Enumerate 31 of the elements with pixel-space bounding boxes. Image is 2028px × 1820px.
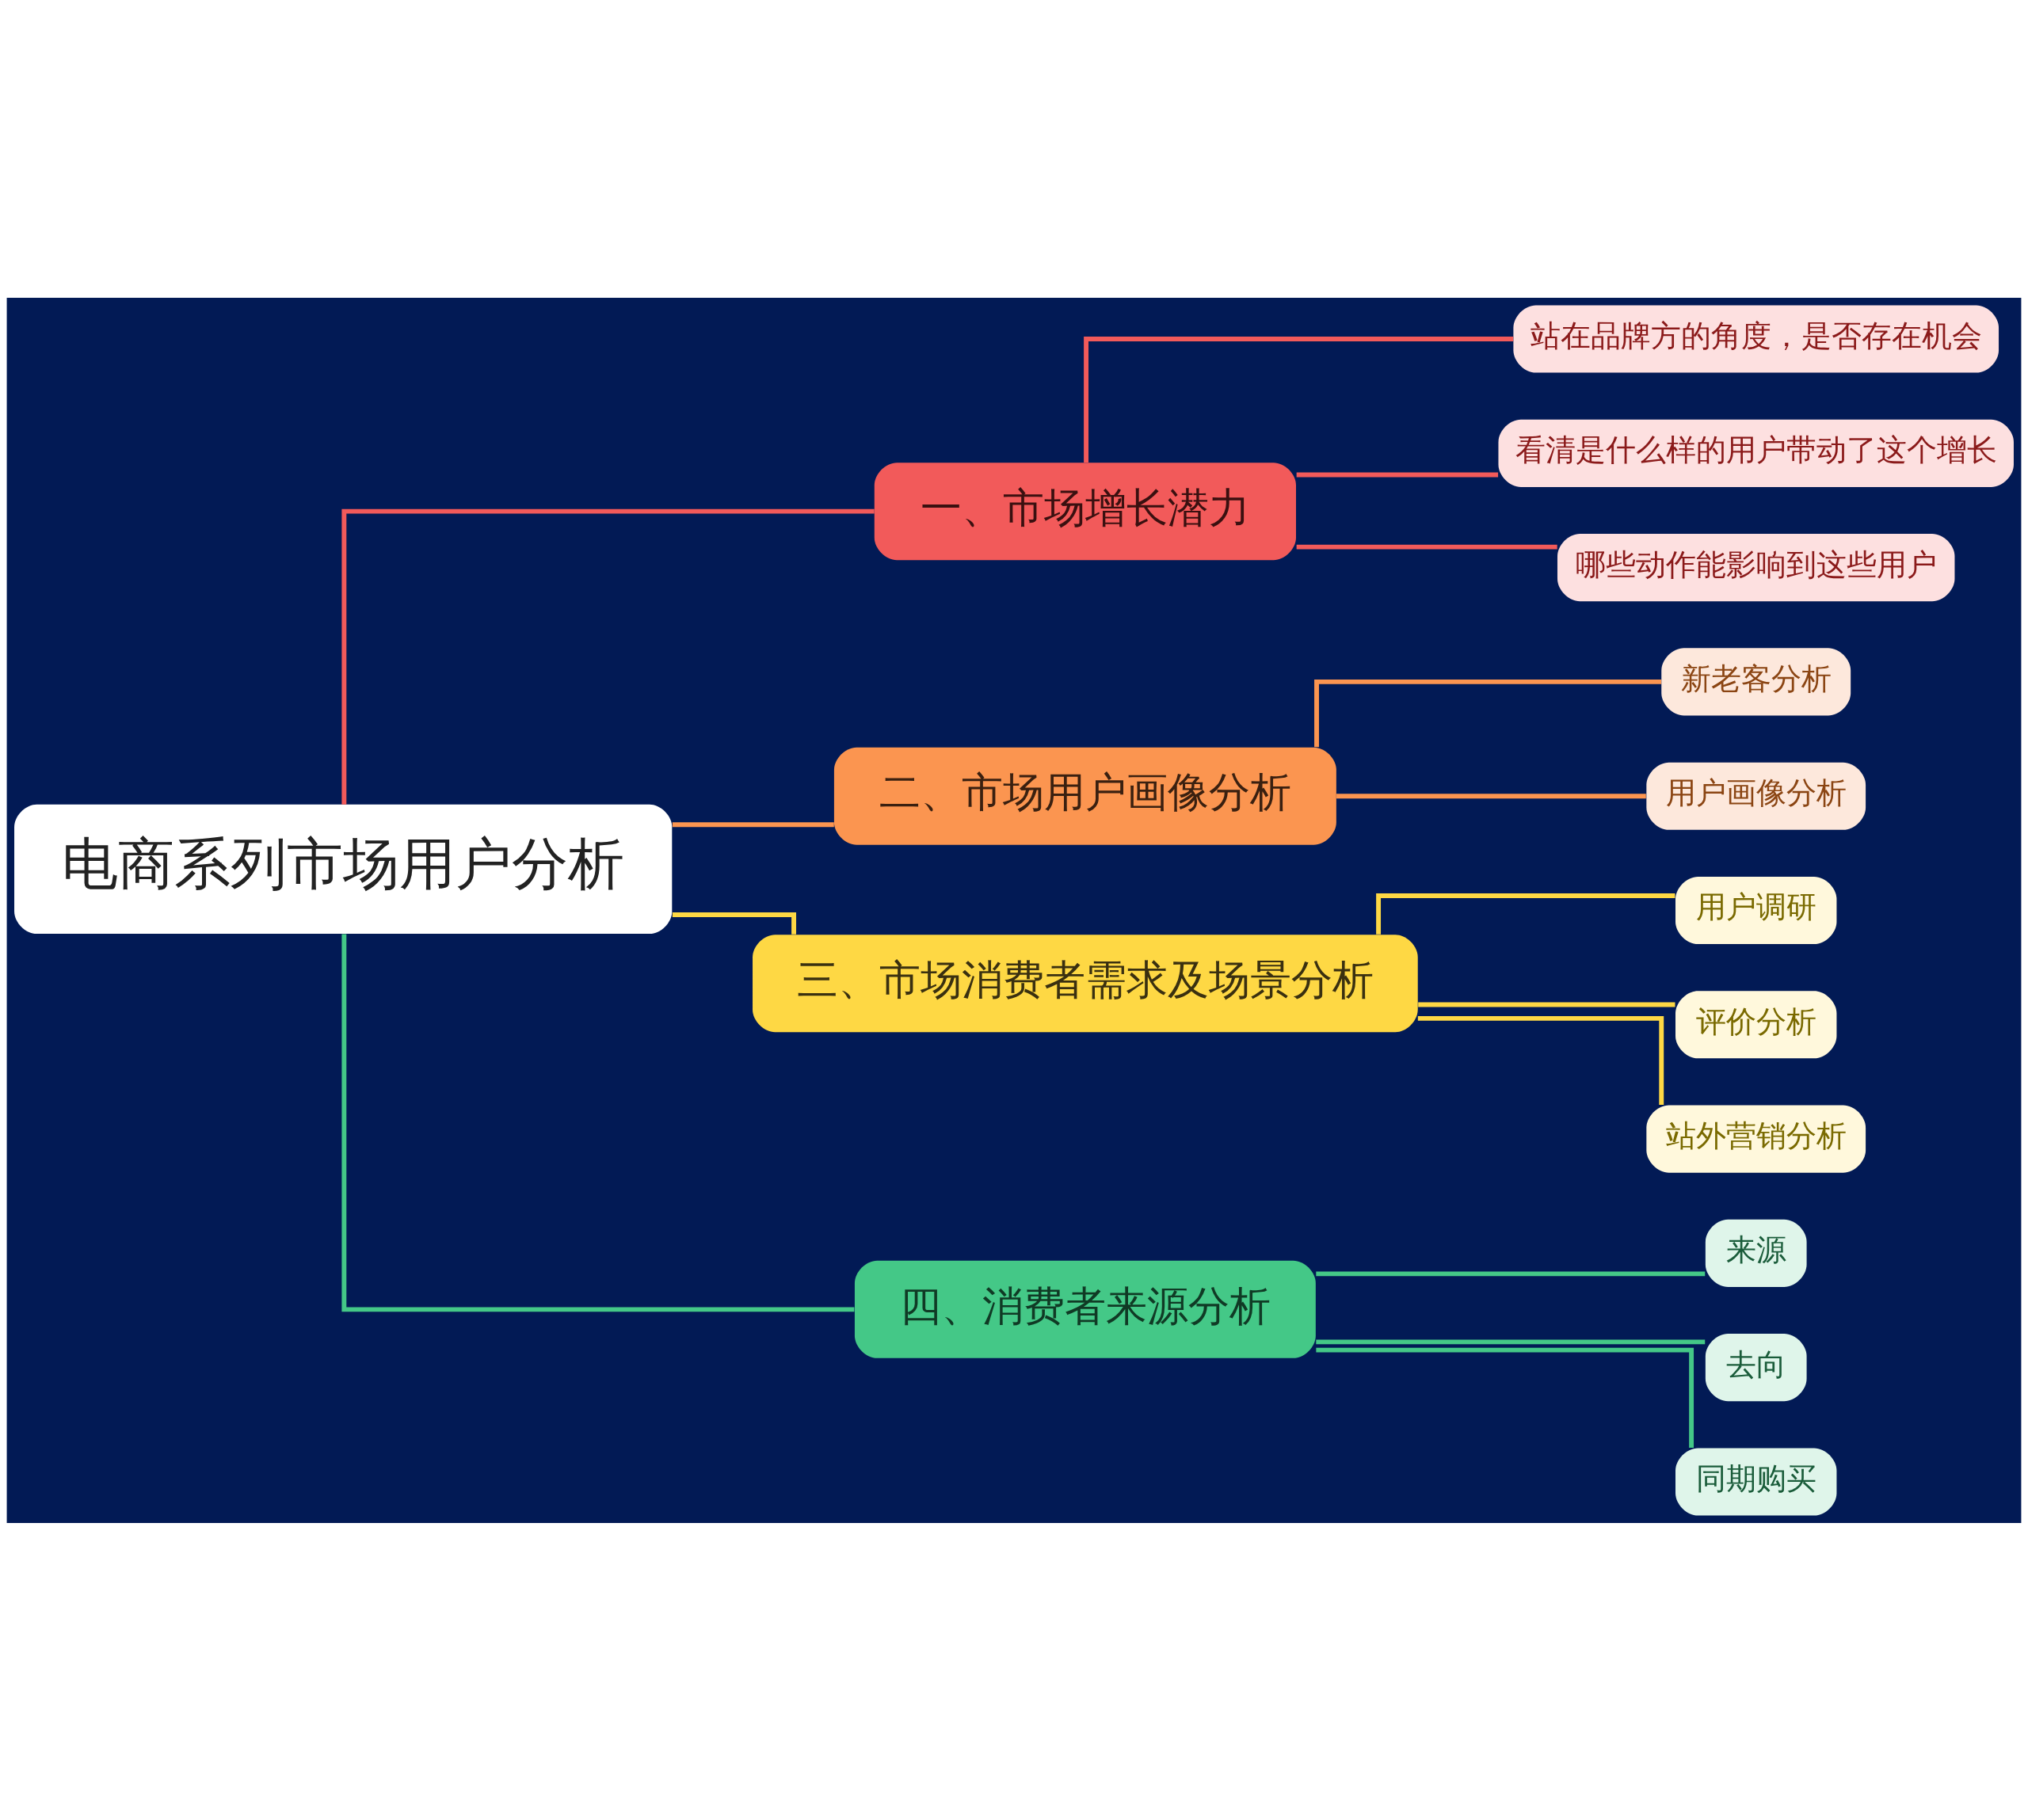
node-box: 评价分析 [1675,990,1837,1058]
node-box: 二、市场用户画像分析 [833,747,1336,845]
connector [672,912,796,935]
connector [341,508,875,805]
connector [1316,1270,1706,1276]
node-box: 去向 [1705,1333,1807,1401]
connector [1336,793,1646,798]
node-box: 站外营销分析 [1646,1105,1866,1173]
node-box: 电商系列市场用户分析 [14,804,673,934]
connector [1418,1002,1675,1007]
connector [1314,679,1662,747]
node-box: 三、市场消费者需求及场景分析 [753,934,1418,1032]
connector [341,934,855,1312]
connector [672,821,834,827]
node-box: 哪些动作能影响到这些用户 [1557,533,1955,601]
node-box: 用户调研 [1675,876,1837,944]
node-box: 新老客分析 [1661,647,1851,715]
connector [1316,1338,1706,1344]
node-box: 四、消费者来源分析 [854,1260,1316,1358]
node-box: 一、市场增长潜力 [874,462,1296,560]
connector [1316,1347,1694,1448]
node-box: 站在品牌方的角度，是否存在机会 [1513,304,1999,373]
node-box: 用户画像分析 [1646,762,1866,830]
node-box: 同期购买 [1675,1447,1837,1516]
node-box: 看清是什么样的用户带动了这个增长 [1498,419,2014,487]
connector [1296,472,1499,477]
connector [1417,1015,1664,1105]
connector [1376,893,1675,935]
connector [1296,544,1557,550]
node-box: 来源 [1705,1219,1807,1287]
connector [1084,336,1514,463]
